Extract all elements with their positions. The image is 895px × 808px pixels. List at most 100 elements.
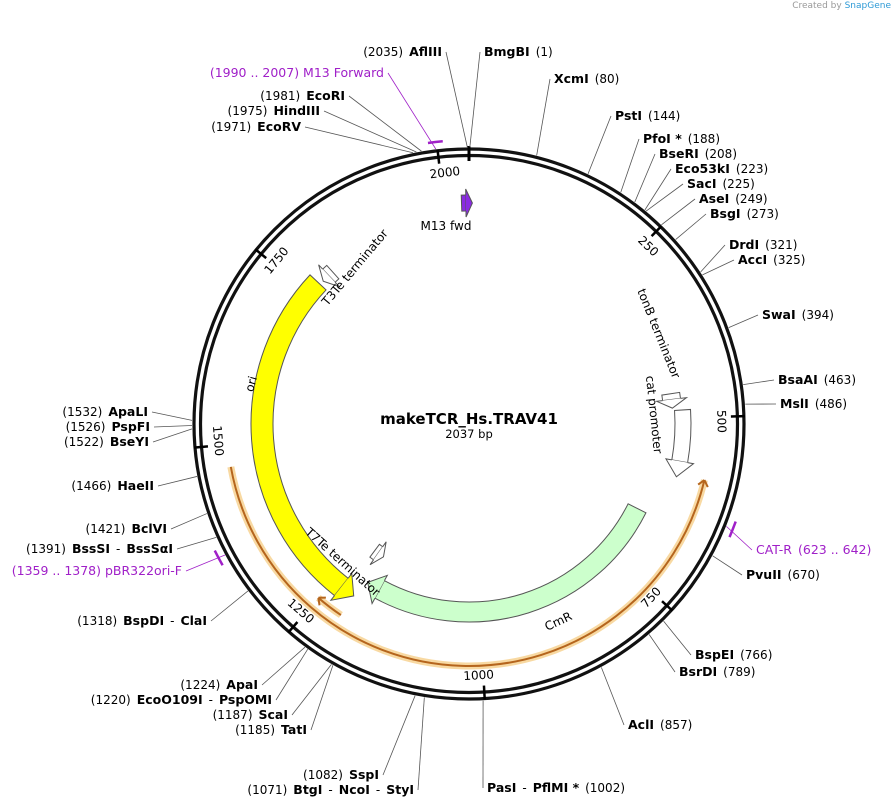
leader-line-bseri — [634, 153, 656, 203]
site-label-part: MslI — [780, 396, 809, 411]
site-label-part: (394) — [802, 308, 834, 322]
site-label-part: ScaI — [259, 707, 289, 722]
site-label-part: (1975) — [228, 104, 268, 118]
site-label-part: (1) — [536, 45, 553, 59]
tick-mark-1750 — [254, 248, 267, 260]
site-label-part: Eco53kI — [675, 161, 730, 176]
site-label-pspfi: (1526)PspFI — [66, 419, 150, 434]
feature-arrowhead-t7te-terminator — [369, 541, 387, 566]
site-label-part: (857) — [660, 718, 692, 732]
leader-line-pspfi — [153, 425, 193, 428]
site-label-part: (144) — [648, 109, 680, 123]
site-label-bclvi: (1421) BclVI — [86, 521, 167, 536]
leader-line-pbr322ori-f — [185, 554, 226, 572]
site-label-part: (1466) — [71, 479, 111, 493]
site-label-part: PflMI * — [533, 780, 580, 795]
plasmid-length: 2037 bp — [445, 427, 493, 441]
site-label-part: (766) — [740, 648, 772, 662]
tick-label-2000: 2000 — [429, 164, 461, 181]
site-label-part: (1220) — [91, 693, 131, 707]
site-label-m13-forward: (1990 .. 2007) M13 Forward — [210, 65, 384, 80]
feature-body-m13-fwd — [460, 194, 467, 212]
site-label-part: - — [209, 693, 213, 707]
site-label-scai: (1187)ScaI — [213, 707, 288, 722]
site-label-part: (1071) — [247, 783, 287, 797]
site-label-part: StyI — [386, 782, 414, 797]
site-label-part: (208) — [705, 147, 737, 161]
site-label-part: AflIII — [409, 44, 442, 59]
feature-t7te-terminator — [369, 541, 387, 566]
site-label-part: DrdI — [729, 237, 759, 252]
leader-line-saci — [645, 183, 684, 212]
plasmid-name: makeTCR_Hs.TRAV41 — [380, 410, 558, 428]
feature-label-ori: ori — [242, 374, 260, 393]
site-label-part: BclVI — [131, 521, 167, 536]
tick-label-500: 500 — [714, 410, 729, 433]
site-label-apali: (1532)ApaLI — [62, 404, 148, 419]
leader-line-acci — [702, 259, 735, 276]
leader-line-bsssi — [176, 537, 217, 550]
site-label-acci: AccI(325) — [738, 252, 805, 267]
site-label-part: EcoRV — [257, 119, 301, 134]
leader-line-bseyi — [152, 428, 193, 443]
site-label-eco53ki: Eco53kI (223) — [675, 161, 768, 176]
leader-line-pvuii — [712, 555, 743, 576]
site-label-part: (623 .. 642) — [798, 542, 871, 557]
leader-line-bmgbi — [469, 51, 481, 148]
site-label-part: (2035) — [363, 45, 403, 59]
leader-line-asei — [661, 198, 696, 226]
site-label-acli: AclI(857) — [628, 717, 692, 732]
site-label-tati: (1185)TatI — [235, 722, 307, 737]
leader-line-bsgi — [675, 213, 707, 240]
site-label-afliii: (2035) AflIII — [363, 44, 442, 59]
site-label-part: ClaI — [180, 613, 207, 628]
leader-line-pstI — [587, 115, 612, 175]
tick-mark-1000 — [482, 685, 486, 700]
site-label-part: (188) — [688, 132, 720, 146]
plasmid-backbone — [192, 146, 746, 701]
site-label-part: HaeII — [117, 478, 154, 493]
tick-label-250: 250 — [635, 233, 661, 259]
tick-label-1000: 1000 — [463, 667, 494, 683]
site-label-bspdi: (1318)BspDI-ClaI — [77, 613, 207, 628]
site-label-pvuii: PvuII (670) — [746, 567, 820, 582]
site-label-part: (670) — [788, 568, 820, 582]
leader-line-swai — [728, 314, 759, 328]
site-label-bseri: BseRI (208) — [659, 146, 737, 161]
site-label-part: (463) — [824, 373, 856, 387]
site-label-bsgi: BsgI(273) — [710, 206, 779, 221]
site-label-part: (1421) — [86, 522, 126, 536]
tick-mark-1250 — [287, 621, 299, 634]
leader-line-apali — [151, 411, 193, 421]
site-label-part: (1971) — [211, 120, 251, 134]
site-label-part: (1224) — [180, 678, 220, 692]
site-label-bsrdi: BsrDI(789) — [679, 664, 755, 679]
tick-mark-2000 — [436, 149, 441, 164]
feature-arrowhead-tonb-terminator — [654, 396, 689, 409]
site-label-part: SspI — [349, 767, 379, 782]
site-label-hindiii: (1975)HindIII — [228, 103, 320, 118]
site-label-xcmi: XcmI(80) — [554, 71, 619, 86]
site-label-part: SwaI — [762, 307, 796, 322]
site-label-part: (223) — [736, 162, 768, 176]
leader-line-haeii — [157, 476, 198, 487]
leader-line-ecori — [348, 95, 422, 152]
leader-line-afliii — [445, 51, 468, 148]
site-label-part: - — [376, 783, 380, 797]
site-label-part: PvuII — [746, 567, 782, 582]
feature-arrowhead-t3te-terminator — [318, 264, 340, 288]
site-label-apai: (1224)ApaI — [180, 677, 258, 692]
site-label-bseyi: (1522)BseYI — [64, 434, 149, 449]
feature-label-cmr: CmR — [542, 609, 574, 634]
site-label-part: PasI — [487, 780, 516, 795]
site-label-ecoo109i: (1220)EcoO109I-PspOMI — [91, 692, 272, 707]
leader-line-tati — [310, 665, 334, 731]
feature-tonb-terminator — [654, 391, 689, 409]
leader-line-m13-forward — [387, 72, 437, 150]
site-label-swai: SwaI (394) — [762, 307, 834, 322]
site-label-part: PstI — [615, 108, 642, 123]
site-label-part: BseRI — [659, 146, 699, 161]
leader-line-bspei — [663, 620, 692, 656]
leader-line-apai — [261, 646, 306, 686]
